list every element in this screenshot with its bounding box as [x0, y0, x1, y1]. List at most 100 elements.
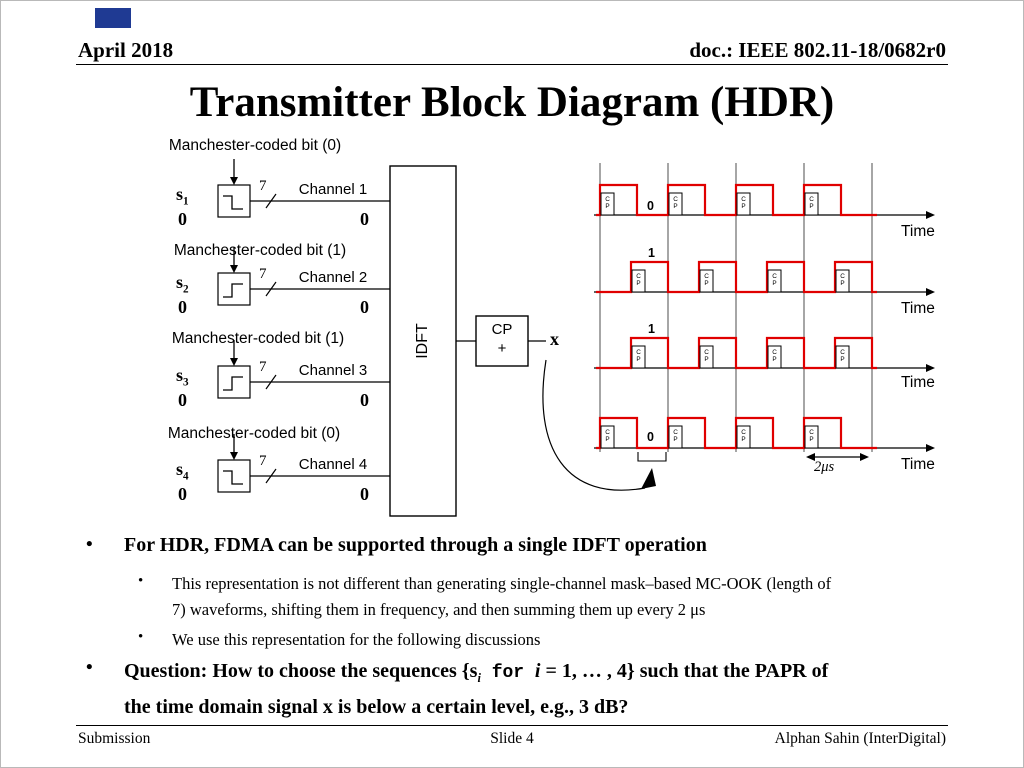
output-pointer-curve [542, 359, 646, 491]
seq-index: 4 [183, 470, 189, 483]
bus-width-slashes [265, 193, 277, 484]
time-axis-arrowheads [926, 211, 935, 452]
bullet-2-index-var: i [534, 660, 541, 682]
bullet-1-sub-2-text: We use this representation for the follo… [172, 630, 541, 649]
cp-duration-bracket [637, 452, 667, 462]
channel-label-1: Channel 1 [298, 181, 368, 198]
cp-marker: CP [672, 429, 679, 443]
ook-waveforms [596, 183, 877, 450]
bullet-2-seq-sub: i [477, 671, 481, 685]
manchester-glyph-bit0 [223, 195, 243, 210]
channel-label-3: Channel 3 [298, 362, 368, 379]
channel-label-2: Channel 2 [298, 269, 368, 286]
page-title: Transmitter Block Diagram (HDR) [189, 79, 835, 126]
bullet-1-sub-1-text: This representation is not different tha… [172, 574, 832, 619]
manchester-glyph-bit1 [223, 376, 243, 391]
seq-label-2: s2 [176, 272, 189, 296]
output-pointer-arrowhead [641, 468, 656, 489]
seq-index: 1 [183, 195, 189, 208]
seq-label-1: s1 [176, 184, 189, 208]
symbol-duration-label: 2μs [814, 459, 835, 475]
cp-block-label-line1: CP [491, 321, 513, 338]
bullet-2-part1: Question: How to choose the sequences { [124, 660, 470, 682]
time-axis-label-2: Time [901, 300, 935, 317]
waveform-bit-4: 0 [647, 430, 654, 444]
channel-label-4: Channel 4 [298, 456, 368, 473]
seq-index: 3 [183, 376, 189, 389]
bullet-1: • For HDR, FDMA can be supported through… [86, 534, 946, 557]
cp-marker: CP [771, 273, 778, 287]
tap-count-3: 7 [259, 359, 267, 375]
cp-marker: CP [740, 429, 747, 443]
bullet-1-text: For HDR, FDMA can be supported through a… [124, 534, 707, 556]
footer-rule [76, 725, 948, 726]
cp-add-block [475, 315, 529, 367]
seq-value-4: 0 [178, 484, 187, 504]
seq-value-1: 0 [178, 209, 187, 229]
waveform-channel-2 [596, 260, 877, 294]
cp-boxes [600, 192, 850, 449]
cp-marker: CP [740, 196, 747, 210]
bullet-1-sub-2: • We use this representation for the fol… [138, 627, 844, 653]
line-value-3: 0 [360, 390, 369, 410]
waveform-channel-3 [596, 336, 877, 370]
cp-box-labels: CP CP CP CP CP CP CP CP CP CP CP CP CP C… [604, 196, 846, 443]
cp-marker: CP [703, 273, 710, 287]
cp-marker: CP [839, 273, 846, 287]
time-axis-label-4: Time [901, 456, 935, 473]
waveform-bit-3: 1 [648, 322, 655, 336]
cp-marker: CP [808, 429, 815, 443]
manchester-label-1: Manchester-coded bit (0) [168, 137, 342, 154]
idft-block [389, 165, 457, 517]
bullet-2: • Question: How to choose the sequences … [86, 657, 834, 722]
channel-lines [250, 200, 390, 477]
seq-value-2: 0 [178, 297, 187, 317]
cp-marker: CP [808, 196, 815, 210]
bullet-marker: • [86, 534, 93, 555]
manchester-label-3: Manchester-coded bit (1) [171, 330, 345, 347]
time-axes [594, 214, 926, 449]
tap-count-1: 7 [259, 178, 267, 194]
seq-label-3: s3 [176, 365, 189, 389]
waveform-channel-4 [596, 416, 877, 450]
manchester-glyph-bit0 [223, 470, 243, 485]
cp-marker: CP [703, 349, 710, 363]
bullet-marker: • [138, 573, 144, 589]
footer-author: Alphan Sahin (InterDigital) [774, 730, 946, 747]
line-value-2: 0 [360, 297, 369, 317]
manchester-glyphs [223, 195, 243, 485]
cp-marker: CP [839, 349, 846, 363]
seq-base: s [176, 365, 184, 385]
time-axis-label-3: Time [901, 374, 935, 391]
seq-label-4: s4 [176, 459, 189, 483]
manchester-glyph-bit1 [223, 283, 243, 298]
bullet-marker: • [86, 657, 93, 678]
waveform-bit-1: 0 [647, 199, 654, 213]
cp-marker: CP [635, 349, 642, 363]
output-signal-label: x [550, 329, 559, 349]
bullet-marker: • [138, 629, 144, 645]
cp-marker: CP [604, 429, 611, 443]
cp-block-label-line2: + [497, 340, 507, 357]
branch-down-arrowheads [230, 177, 238, 460]
tap-count-4: 7 [259, 453, 267, 469]
cp-marker: CP [771, 349, 778, 363]
seq-value-3: 0 [178, 390, 187, 410]
header-rule [76, 64, 948, 65]
tap-count-2: 7 [259, 266, 267, 282]
seq-base: s [176, 184, 184, 204]
footer-slide-number: Slide 4 [490, 730, 534, 747]
cp-marker: CP [672, 196, 679, 210]
manchester-label-2: Manchester-coded bit (1) [173, 242, 347, 259]
manchester-label-4: Manchester-coded bit (0) [167, 425, 341, 442]
bullet-1-sub-1: • This representation is not different t… [138, 571, 844, 623]
footer-submission: Submission [78, 730, 151, 747]
waveform-channel-1 [596, 183, 877, 217]
line-value-1: 0 [360, 209, 369, 229]
cp-marker: CP [604, 196, 611, 210]
seq-index: 2 [183, 283, 189, 296]
line-value-4: 0 [360, 484, 369, 504]
bullet-2-text: Question: How to choose the sequences {s… [124, 657, 834, 722]
symbol-duration-arrow [806, 453, 869, 461]
